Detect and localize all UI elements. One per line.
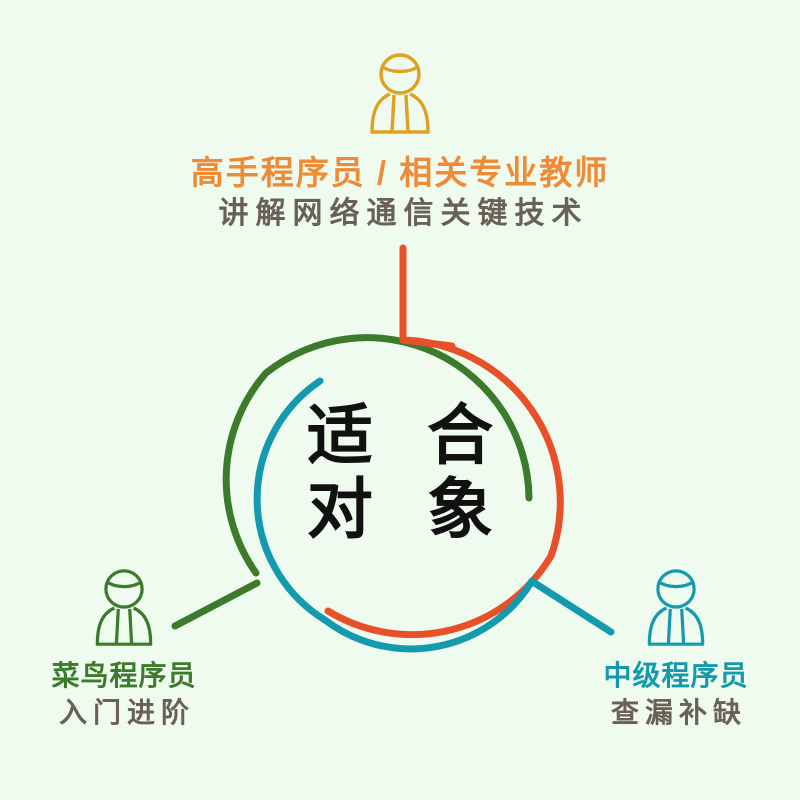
person-icon	[647, 569, 705, 646]
node-right-title: 中级程序员	[603, 660, 749, 691]
node-top: 高手程序员 / 相关专业教师 讲解网络通信关键技术	[100, 52, 700, 234]
person-icon	[370, 53, 430, 134]
node-top-title: 高手程序员 / 相关专业教师	[190, 154, 610, 191]
node-right-subtitle: 查漏补缺	[610, 697, 747, 728]
node-left-title: 菜鸟程序员	[51, 660, 197, 691]
node-right: 中级程序员 查漏补缺	[552, 568, 800, 732]
node-left-subtitle: 入门进阶	[58, 697, 195, 728]
orange-connector-top	[399, 244, 456, 350]
center-label-line-1: 适 合	[306, 398, 512, 472]
person-icon	[95, 569, 153, 646]
node-top-subtitle: 讲解网络通信关键技术	[218, 197, 589, 230]
center-label: 适 合 对 象	[0, 398, 800, 546]
node-left: 菜鸟程序员 入门进阶	[0, 568, 248, 732]
center-label-line-2: 对 象	[306, 472, 512, 546]
